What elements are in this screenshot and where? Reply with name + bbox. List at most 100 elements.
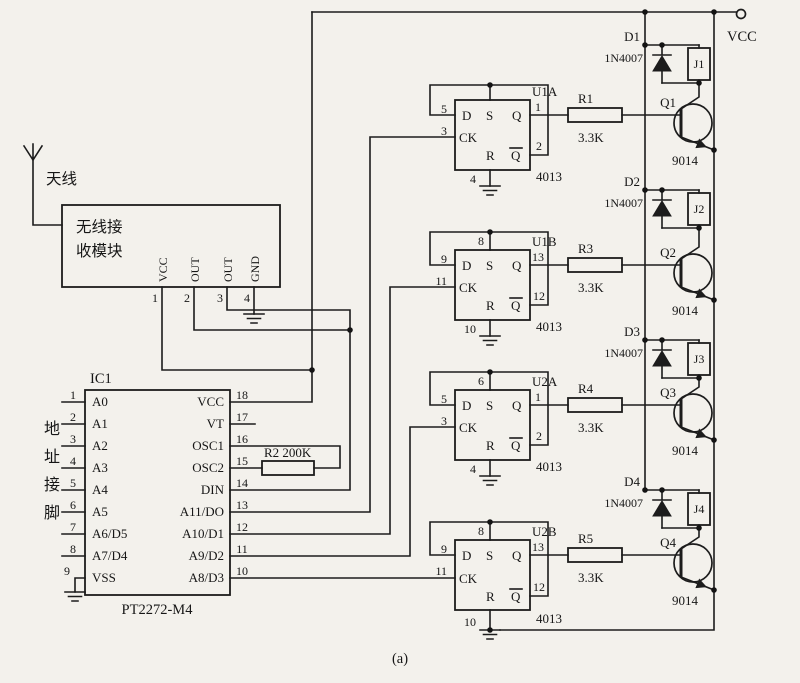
relay-label: J2: [694, 202, 705, 216]
ic1-pin-number: 6: [70, 498, 76, 512]
pin-number-ck: 3: [441, 124, 447, 138]
ic1-pin-name: VSS: [92, 570, 116, 585]
transistor-part: 9014: [672, 153, 699, 168]
flipflop-chip: 4013: [536, 611, 562, 626]
ic1-pin-name: A3: [92, 460, 108, 475]
ic1-pin-number: 11: [236, 542, 248, 556]
port-label-qbar: Q: [511, 148, 521, 163]
pin-number-r: 10: [464, 322, 476, 336]
junction-dot: [711, 9, 717, 15]
figure-label: (a): [392, 651, 408, 667]
transistor-emitter: [679, 285, 707, 299]
ic1-pin-number: 12: [236, 520, 248, 534]
junction-dots: [309, 9, 717, 633]
ic1-pin-number: 4: [70, 454, 76, 468]
pin-number-qbar: 12: [533, 580, 545, 594]
ic1-pin-number: 2: [70, 410, 76, 424]
relay-label: J4: [694, 502, 705, 516]
diode-part: 1N4007: [604, 496, 643, 510]
junction-dot: [696, 375, 702, 381]
port-label-d: D: [462, 108, 471, 123]
port-label-q: Q: [512, 548, 522, 563]
wire: [229, 11, 313, 403]
diode-part: 1N4007: [604, 346, 643, 360]
port-label-s: S: [486, 398, 493, 413]
resistor-value: 3.3K: [578, 280, 604, 295]
flipflop-u2a: D S Q CK R Q 5 3 1 2 4 6 U2A 4013: [429, 371, 562, 486]
ic1-side-label-char: 址: [44, 448, 60, 466]
junction-dot: [711, 147, 717, 153]
resistor-r1-body: [567, 107, 623, 123]
junction-dot: [711, 587, 717, 593]
ic1-pin-number: 15: [236, 454, 248, 468]
resistor-r2-body: [261, 460, 315, 476]
port-label-r: R: [486, 298, 495, 313]
flipflop-name: U1B: [532, 234, 557, 249]
junction-dot: [642, 487, 648, 493]
diode-label: D2: [624, 174, 640, 189]
wire: [226, 286, 351, 491]
resistor-r4-body: [567, 397, 623, 413]
flipflop-chip: 4013: [536, 459, 562, 474]
diode-part: 1N4007: [604, 196, 643, 210]
port-label-qbar: Q: [511, 298, 521, 313]
vcc-terminal: [735, 8, 747, 20]
receiver-module: 无线接 收模块 VCC OUT OUT GND 1 2 3 4: [61, 204, 281, 324]
pin-number-r: 4: [470, 462, 476, 476]
diode-label: D3: [624, 324, 640, 339]
ic1-designator: IC1: [90, 371, 112, 387]
ic1-pin-name: A4: [92, 482, 108, 497]
ic1-pin-name: A1: [92, 416, 108, 431]
pin-number-s: 6: [478, 374, 484, 388]
output-stage-2: R3 3.3K J2 D2 1N4007 Q2 9014: [529, 174, 716, 318]
port-label-r: R: [486, 438, 495, 453]
receiver-pin-label-vcc: VCC: [156, 257, 170, 282]
flipflop-u1a: D S Q CK R Q 5 3 1 2 4 U1A 4013: [429, 84, 562, 196]
ground-icon: [479, 185, 501, 196]
junction-dot: [696, 80, 702, 86]
resistor-label: R4: [578, 381, 594, 396]
transistor-label: Q2: [660, 245, 676, 260]
output-stage-3: R4 3.3K J3 D3 1N4007 Q3 9014: [529, 324, 716, 458]
ic1-pin-name: A7/D4: [92, 548, 128, 563]
ground-icon: [479, 475, 501, 486]
resistor-label: R3: [578, 241, 593, 256]
junction-dot: [711, 437, 717, 443]
ic1-pin-name: OSC2: [192, 460, 224, 475]
junction-dot: [487, 519, 493, 525]
junction-dot: [659, 187, 665, 193]
relay-j3-body: [687, 342, 711, 376]
ic1-pin-name: A8/D3: [189, 570, 224, 585]
ic1-pin-name: A6/D5: [92, 526, 127, 541]
pin-number-ck: 11: [435, 564, 447, 578]
wire: [229, 445, 341, 469]
port-label-s: S: [486, 258, 493, 273]
wire: [161, 286, 313, 371]
resistor-r2: R2 200K: [261, 445, 315, 476]
ic1-pin-name: A9/D2: [189, 548, 224, 563]
ic1-pin-name: A0: [92, 394, 108, 409]
ic1-side-label-char: 脚: [44, 504, 60, 522]
ic1-pin-number: 10: [236, 564, 248, 578]
flipflop-name: U1A: [532, 84, 558, 99]
pin-number-q: 13: [532, 250, 544, 264]
diode-label: D4: [624, 474, 640, 489]
ic1: IC1 PT2272-M4 地 址 接 脚 A0 A1 A2 A3 A4 A5 …: [44, 371, 248, 618]
flipflop-box: [454, 99, 531, 171]
transistor-label: Q1: [660, 95, 676, 110]
transistor-emitter: [679, 135, 707, 149]
junction-dot: [696, 525, 702, 531]
antenna-icon: [22, 143, 63, 226]
pin-number-r: 4: [470, 172, 476, 186]
ic1-pin-number: 14: [236, 476, 248, 490]
ic1-pin-name: A2: [92, 438, 108, 453]
ic1-pin-name: A5: [92, 504, 108, 519]
flipflop-box: [454, 249, 531, 321]
ground-icon: [243, 313, 265, 324]
port-label-d: D: [462, 398, 471, 413]
diode-label: D1: [624, 29, 640, 44]
ic1-part: PT2272-M4: [122, 602, 194, 618]
relay-j1-body: [687, 47, 711, 81]
ic1-pin-name: OSC1: [192, 438, 224, 453]
